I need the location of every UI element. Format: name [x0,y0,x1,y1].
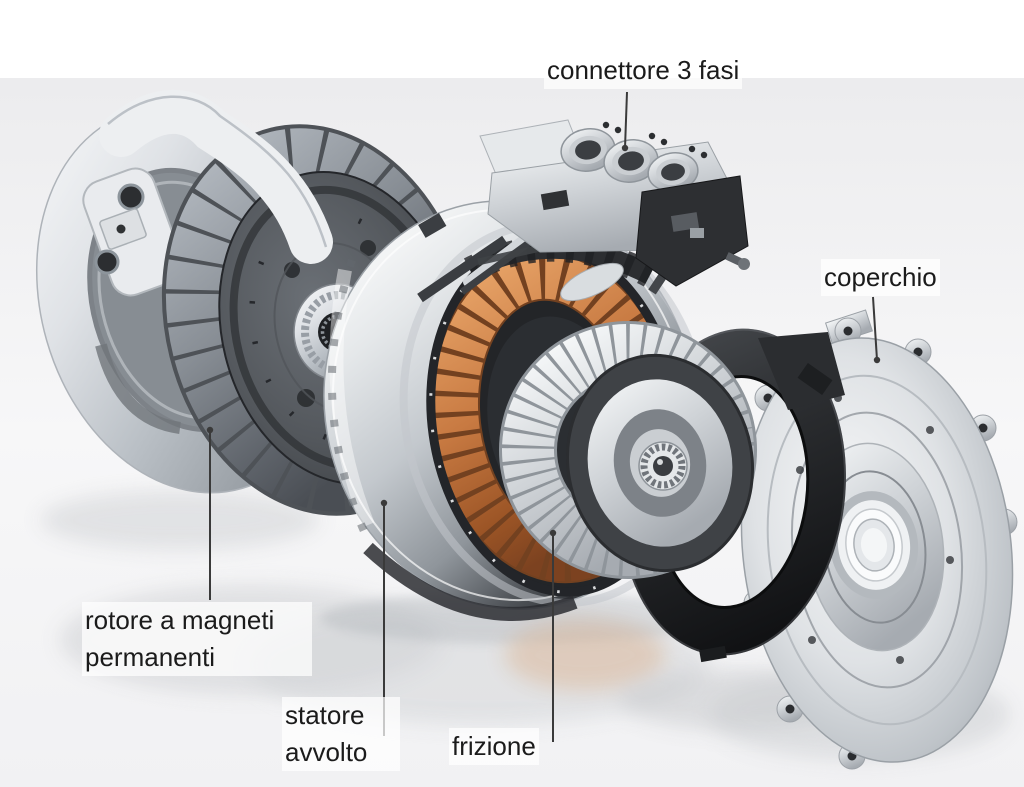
housing-front-band [99,89,333,264]
leader-line-connector [624,91,628,149]
label-clutch: frizione [449,728,539,765]
connector-control-box [635,175,750,287]
label-stator: statore avvolto [282,697,400,771]
label-cover: coperchio [821,259,940,296]
connector-bolts [602,121,708,159]
bracket-bolt-hole [117,183,145,211]
leader-dot-clutch [549,529,557,537]
leader-dot-connector [621,144,629,152]
leader-dot-cover [873,356,881,364]
clutch-part [499,321,757,579]
connector-part [417,119,750,303]
label-connector: connettore 3 fasi [544,52,743,89]
bracket-bolt-hole [94,249,120,275]
phase-port [647,152,699,192]
leader-line-cover [872,296,878,361]
leader-lines [206,91,881,742]
housing-bracket [82,167,184,297]
phase-ports [560,128,699,192]
phase-port [603,139,659,183]
label-rotor: rotore a magneti permanenti [82,602,312,676]
clutch-hub [638,441,688,491]
leader-dot-stator [380,499,388,507]
leader-dot-rotor [206,426,214,434]
cover-bearing [829,491,919,599]
